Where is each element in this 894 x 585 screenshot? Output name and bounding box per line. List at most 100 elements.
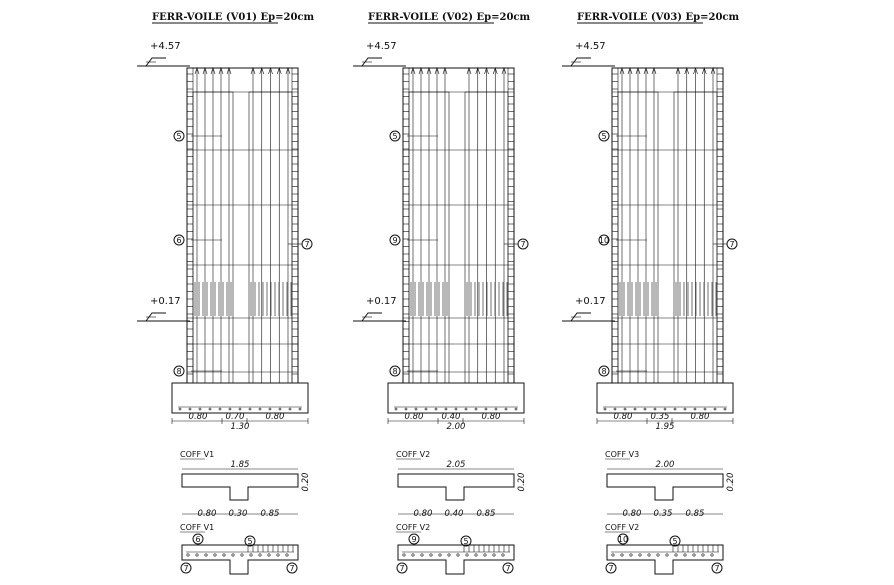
footing-dot — [673, 407, 677, 411]
footing-dot — [703, 407, 707, 411]
plan-mark-a: 9 — [411, 535, 416, 544]
footing-dot — [633, 407, 637, 411]
bar-arrow — [684, 67, 690, 75]
coff-height: 0.20 — [517, 473, 527, 492]
footing-dot — [504, 407, 508, 411]
footing-dot — [198, 407, 202, 411]
mark-upper-circle — [173, 130, 185, 142]
coff-dim-middle: 0.35 — [654, 509, 673, 519]
mark-middle: 9 — [392, 236, 397, 245]
footing-dot — [218, 407, 222, 411]
plan-section — [397, 544, 515, 575]
bar-arrow — [426, 67, 432, 75]
plan-dot — [683, 553, 687, 557]
dim-total: 2.00 — [447, 422, 466, 432]
bar-arrow — [651, 67, 657, 75]
plan-dot — [638, 553, 642, 557]
plan-dot — [438, 553, 442, 557]
plan-dot — [701, 553, 705, 557]
coff-height: 0.20 — [301, 473, 311, 492]
plan-dot — [465, 553, 469, 557]
dim-left: 0.80 — [614, 412, 633, 422]
footing-dot — [404, 407, 408, 411]
bar-arrow — [268, 67, 273, 75]
footing-dot — [514, 407, 518, 411]
plan-dot — [447, 553, 451, 557]
footing-dot — [434, 407, 438, 411]
plan-dot — [240, 553, 244, 557]
footing-dot — [663, 407, 667, 411]
coff-label: COFF V1 — [180, 450, 214, 459]
level-mid: +0.17 — [150, 296, 181, 307]
plan-mark-a: 10 — [618, 535, 628, 544]
plan-mark-c: 7 — [608, 564, 613, 573]
plan-dot — [420, 553, 424, 557]
plan-mark-b: 5 — [463, 537, 468, 546]
coff-label: COFF V2 — [396, 450, 430, 459]
plan-mark-b-circle — [669, 535, 681, 547]
footing-dot — [258, 407, 262, 411]
bar-arrow — [710, 67, 716, 75]
bar-arrow — [619, 67, 625, 75]
plan-mark-a-circle — [192, 533, 204, 545]
mark-bottom: 8 — [392, 367, 397, 376]
mark-bottom-circle — [173, 365, 185, 377]
bar-arrow — [466, 67, 472, 75]
mark-upper-circle — [598, 130, 610, 142]
coff-width: 2.05 — [447, 460, 466, 470]
coff-width: 2.00 — [656, 460, 675, 470]
bar-arrow — [434, 67, 440, 75]
footing-dot — [208, 407, 212, 411]
plan-dot — [258, 553, 262, 557]
plan-dot — [213, 553, 217, 557]
coff-dim-right: 0.85 — [261, 509, 280, 519]
mark-side: 7 — [729, 240, 734, 249]
level-top: +4.57 — [150, 41, 181, 52]
footing-dot — [178, 407, 182, 411]
footing-dot — [444, 407, 448, 411]
dim-middle: 0.40 — [442, 412, 461, 422]
bar-arrow — [643, 67, 649, 75]
plan-dot — [429, 553, 433, 557]
coff-section — [181, 473, 299, 501]
footing-dot — [188, 407, 192, 411]
dim-right: 0.80 — [482, 412, 501, 422]
wall-title: FERR-VOILE (V02) Ep=20cm — [368, 12, 530, 23]
bar-arrow — [259, 67, 265, 75]
bar-arrow — [226, 67, 232, 75]
plan-mark-d: 7 — [505, 564, 510, 573]
bar-arrow — [675, 67, 681, 75]
mark-bottom: 8 — [176, 367, 181, 376]
footing — [387, 382, 525, 414]
footing-dot — [464, 407, 468, 411]
level-mid-arrow — [145, 312, 166, 322]
plan-dot — [195, 553, 199, 557]
mark-upper-circle — [389, 130, 401, 142]
mark-middle-circle — [598, 234, 610, 246]
dim-left: 0.80 — [405, 412, 424, 422]
mark-upper: 5 — [392, 132, 397, 141]
mark-side-circle — [726, 238, 738, 250]
coff-section — [606, 473, 724, 501]
plan-mark-b: 5 — [672, 537, 677, 546]
footing-dot — [603, 407, 607, 411]
plan-mark-d-circle — [502, 562, 514, 574]
footing — [171, 382, 309, 414]
bar-arrow — [501, 67, 507, 75]
mark-middle: 10 — [599, 236, 609, 245]
plan-dot — [285, 553, 289, 557]
footing-dot — [394, 407, 398, 411]
level-mid-arrow — [570, 312, 591, 322]
plan-dot — [483, 553, 487, 557]
plan-dot — [620, 553, 624, 557]
bar-arrow — [635, 67, 641, 75]
footing — [596, 382, 734, 414]
plan-dot — [656, 553, 660, 557]
bar-arrow — [194, 67, 200, 75]
footing-dot — [454, 407, 458, 411]
coff-dim-left: 0.80 — [623, 509, 642, 519]
level-top-arrow — [145, 57, 166, 67]
plan-dot — [492, 553, 496, 557]
